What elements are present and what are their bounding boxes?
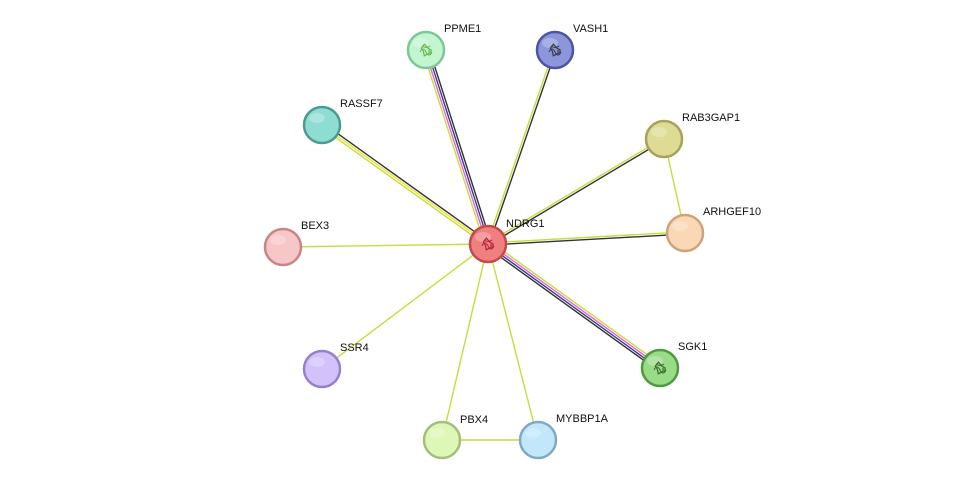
node-circle[interactable] <box>640 348 680 388</box>
node-pbx4[interactable]: PBX4 <box>422 414 488 460</box>
node-circle[interactable] <box>406 30 446 70</box>
node-label: NDRG1 <box>506 218 545 230</box>
edge-evidence-line <box>487 231 686 244</box>
node-circle[interactable] <box>302 105 342 145</box>
protein-structure-icon <box>548 43 562 57</box>
node-label: VASH1 <box>573 23 608 35</box>
node-circle[interactable] <box>665 213 705 253</box>
node-bex3[interactable]: BEX3 <box>263 220 329 267</box>
edge-evidence-line <box>424 49 488 246</box>
node-label: ARHGEF10 <box>703 206 761 218</box>
node-circle[interactable] <box>302 349 342 389</box>
node-highlight <box>270 235 286 245</box>
edge-evidence-line <box>428 48 492 244</box>
node-highlight <box>525 428 541 438</box>
node-label: RASSF7 <box>340 98 383 110</box>
edge-ndrg1-ppme1[interactable] <box>422 48 492 246</box>
edge-evidence-line <box>282 243 489 248</box>
node-label: SGK1 <box>678 341 707 353</box>
edge-evidence-line <box>487 139 666 246</box>
node-layer: NDRG1 PPME1 VASH1RASSF7RAB3GAP1ARHGEF10BEX… <box>263 23 761 460</box>
node-ppme1[interactable]: PPME1 <box>406 23 481 70</box>
node-ssr4[interactable]: SSR4 <box>302 342 369 389</box>
edge-evidence-line <box>486 48 555 245</box>
edge-ndrg1-sgk1[interactable] <box>485 240 663 372</box>
edge-ndrg1-mybbp1a[interactable] <box>487 243 539 441</box>
node-label: BEX3 <box>301 220 329 232</box>
node-rassf7[interactable]: RASSF7 <box>302 98 383 145</box>
node-circle[interactable] <box>263 227 303 267</box>
edge-evidence-line <box>485 245 659 372</box>
node-ndrg1[interactable]: NDRG1 <box>468 218 545 264</box>
node-highlight <box>429 428 445 438</box>
edge-ndrg1-ssr4[interactable] <box>321 243 489 370</box>
edge-evidence-line <box>320 126 488 247</box>
protein-structure-icon <box>653 361 667 375</box>
edge-evidence-line <box>489 240 663 367</box>
edge-evidence-line <box>487 243 539 441</box>
node-arhgef10[interactable]: ARHGEF10 <box>665 206 761 253</box>
node-label: PPME1 <box>444 23 481 35</box>
node-highlight <box>672 221 688 231</box>
node-circle[interactable] <box>422 420 462 460</box>
edge-evidence-line <box>486 244 661 370</box>
node-circle[interactable] <box>644 119 684 159</box>
node-sgk1[interactable]: SGK1 <box>640 341 707 388</box>
node-label: SSR4 <box>340 342 369 354</box>
node-rab3gap1[interactable]: RAB3GAP1 <box>644 112 740 159</box>
edge-evidence-line <box>321 124 489 245</box>
node-label: RAB3GAP1 <box>682 112 740 124</box>
node-label: PBX4 <box>460 414 488 426</box>
node-highlight <box>651 127 667 137</box>
edge-evidence-line <box>322 122 490 243</box>
edge-evidence-line <box>487 242 662 368</box>
node-vash1[interactable]: VASH1 <box>535 23 608 70</box>
edge-ndrg1-bex3[interactable] <box>282 243 489 248</box>
edge-evidence-line <box>441 243 489 441</box>
edge-evidence-line <box>488 49 557 246</box>
edge-ndrg1-pbx4[interactable] <box>441 243 489 441</box>
edge-ndrg1-rassf7[interactable] <box>320 122 490 247</box>
edge-evidence-line <box>426 48 490 245</box>
node-highlight <box>309 357 325 367</box>
edge-evidence-line <box>422 50 486 246</box>
node-label: MYBBP1A <box>556 413 609 425</box>
node-circle[interactable] <box>468 224 508 264</box>
edge-ndrg1-rab3gap1[interactable] <box>486 137 666 246</box>
edge-evidence-line <box>487 233 686 246</box>
protein-structure-icon <box>419 43 433 57</box>
node-circle[interactable] <box>535 30 575 70</box>
edge-ndrg1-arhgef10[interactable] <box>487 231 686 246</box>
edge-evidence-line <box>321 243 489 370</box>
protein-structure-icon <box>481 237 495 251</box>
node-mybbp1a[interactable]: MYBBP1A <box>518 413 609 460</box>
node-highlight <box>309 113 325 123</box>
edge-evidence-line <box>486 137 665 244</box>
node-circle[interactable] <box>518 420 558 460</box>
edge-ndrg1-vash1[interactable] <box>486 48 557 246</box>
